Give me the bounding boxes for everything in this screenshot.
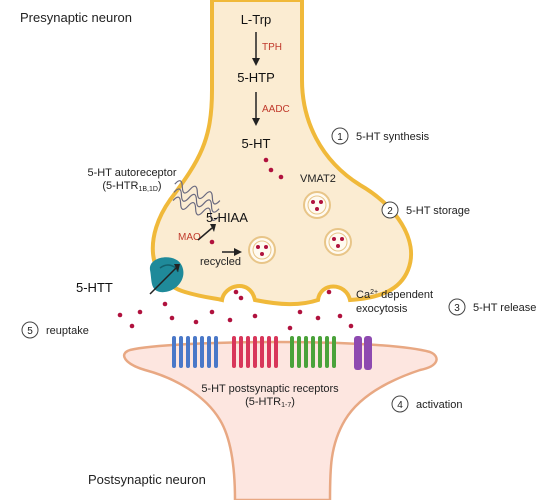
svg-text:2: 2 <box>387 206 393 217</box>
svg-text:5-HT synthesis: 5-HT synthesis <box>356 131 430 143</box>
vesicle-icon <box>248 236 276 264</box>
ca-label: Ca2+ dependent <box>356 289 433 301</box>
exocytosis-label: exocytosis <box>356 303 408 315</box>
cleft-serotonin <box>117 301 354 331</box>
step-2: 2 5-HT storage <box>381 201 470 219</box>
autoreceptor-label-2: (5-HTR1B,1D) <box>102 180 161 193</box>
step-1: 1 5-HT synthesis <box>331 127 430 145</box>
svg-text:5: 5 <box>27 326 33 337</box>
gpcr-receptor-icon <box>232 336 278 368</box>
step-3: 3 5-HT release <box>448 298 536 316</box>
mao-label: MAO <box>178 232 201 243</box>
step-5: 5 reuptake <box>21 321 89 339</box>
svg-text:reuptake: reuptake <box>46 325 89 337</box>
release-site <box>233 289 332 301</box>
postsynaptic-label: Postsynaptic neuron <box>88 472 206 487</box>
autoreceptor-icon <box>172 180 221 221</box>
ht-label: 5-HT <box>242 136 271 151</box>
vmat2-label: VMAT2 <box>300 173 336 185</box>
svg-text:3: 3 <box>454 303 460 314</box>
step-4: 4 activation <box>391 395 462 413</box>
vesicle-icon <box>303 191 331 219</box>
ltrp-label: L-Trp <box>241 12 272 27</box>
vesicle-icon <box>324 228 352 256</box>
svg-text:activation: activation <box>416 399 462 411</box>
tph-label: TPH <box>262 42 282 53</box>
serotonin-molecules <box>209 157 284 245</box>
presynaptic-neuron-shape <box>150 0 414 307</box>
recycled-label: recycled <box>200 256 241 268</box>
aadc-label: AADC <box>262 104 290 115</box>
post-receptors-label-2: (5-HTR1-7) <box>245 396 295 409</box>
autoreceptor-label-1: 5-HT autoreceptor <box>87 167 176 179</box>
htt-label: 5-HTT <box>76 280 113 295</box>
ion-channel-receptor-icon <box>354 336 372 370</box>
svg-text:1: 1 <box>337 132 343 143</box>
hiaa-label: 5-HIAA <box>206 210 248 225</box>
svg-text:5-HT storage: 5-HT storage <box>406 205 470 217</box>
svg-text:4: 4 <box>397 400 403 411</box>
svg-text:5-HT release: 5-HT release <box>473 302 536 314</box>
presynaptic-label: Presynaptic neuron <box>20 10 132 25</box>
post-receptors-label-1: 5-HT postsynaptic receptors <box>201 383 339 395</box>
gpcr-receptor-icon <box>290 336 336 368</box>
htp-label: 5-HTP <box>237 70 275 85</box>
postsynaptic-neuron-shape <box>122 340 438 500</box>
gpcr-receptor-icon <box>172 336 218 368</box>
